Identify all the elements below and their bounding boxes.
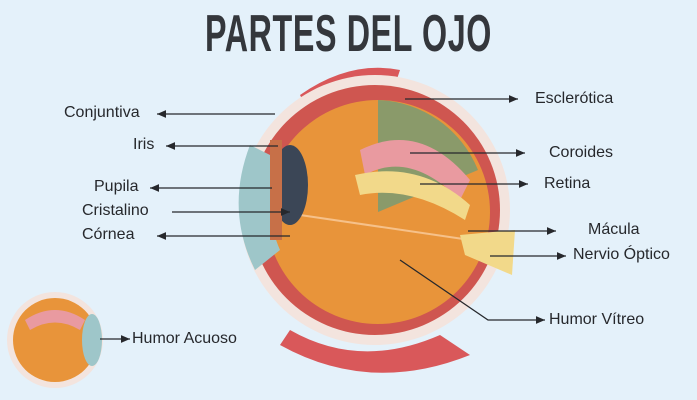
label-macula: Mácula xyxy=(588,221,640,238)
label-iris: Iris xyxy=(133,136,155,153)
label-coroides: Coroides xyxy=(549,144,614,161)
label-humor-acuoso: Humor Acuoso xyxy=(132,330,237,347)
page-title: PARTES DEL OJO xyxy=(205,5,492,63)
eye-mini-illustration xyxy=(7,292,103,388)
label-esclerotica: Esclerótica xyxy=(535,90,614,107)
eye-illustration xyxy=(238,67,515,373)
label-nervio-optico: Nervio Óptico xyxy=(573,246,670,263)
label-cornea: Córnea xyxy=(82,226,135,243)
label-conjuntiva: Conjuntiva xyxy=(64,104,140,121)
label-cristalino: Cristalino xyxy=(82,202,149,219)
label-humor-vitreo: Humor Vítreo xyxy=(549,311,645,328)
label-pupila: Pupila xyxy=(94,178,139,195)
leader-lines xyxy=(100,95,566,343)
label-retina: Retina xyxy=(544,175,591,192)
